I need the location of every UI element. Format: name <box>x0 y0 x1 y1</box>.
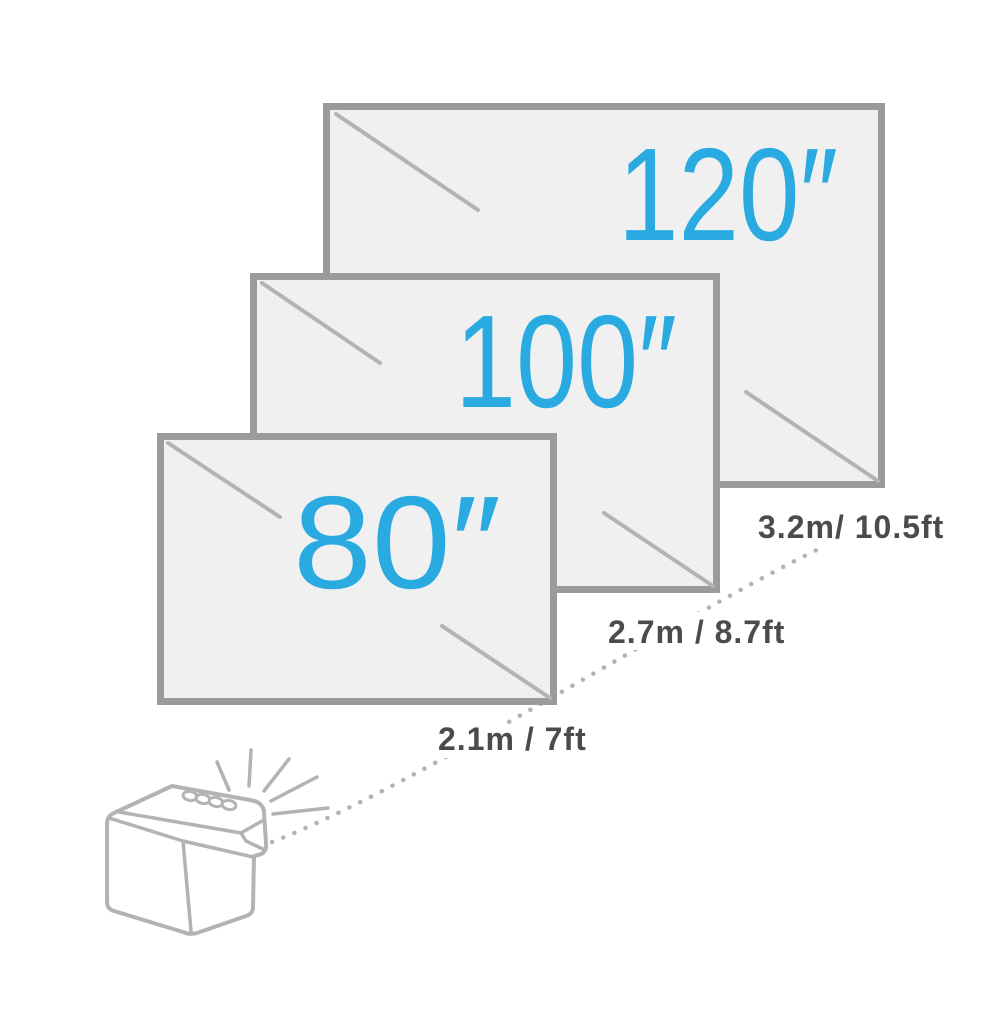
screen-100-diagonal-top-icon <box>260 281 382 365</box>
distance-120-mask <box>746 508 962 546</box>
screen-100-size-label: 100″ <box>455 288 677 435</box>
distance-100-mask <box>596 612 814 650</box>
screen-120-diagonal-bottom-icon <box>744 390 880 483</box>
screen-80-diagonal-bottom-icon <box>440 624 552 700</box>
projector-body <box>105 784 269 936</box>
projector-light-rays-icon <box>215 748 330 816</box>
distance-120-label: 3.2m/ 10.5ft <box>758 509 944 545</box>
screen-120-size-label: 120″ <box>618 121 838 268</box>
distance-80-label: 2.1m / 7ft <box>438 721 587 757</box>
distance-80-mask <box>426 724 606 758</box>
projector-detail-lines <box>107 810 267 933</box>
screen-80-diagonal-top-icon <box>166 441 282 519</box>
screen-80-size-label: 80″ <box>293 469 501 616</box>
screen-100-diagonal-bottom-icon <box>602 511 715 588</box>
projector-icon <box>105 748 330 936</box>
screen-120-diagonal-top-icon <box>334 112 480 212</box>
distance-100-label: 2.7m / 8.7ft <box>608 614 785 650</box>
distance-labels: 3.2m/ 10.5ft 2.7m / 8.7ft 2.1m / 7ft <box>426 508 962 758</box>
projector-buttons-icon <box>181 789 238 812</box>
screen-80: 80″ <box>157 433 557 705</box>
